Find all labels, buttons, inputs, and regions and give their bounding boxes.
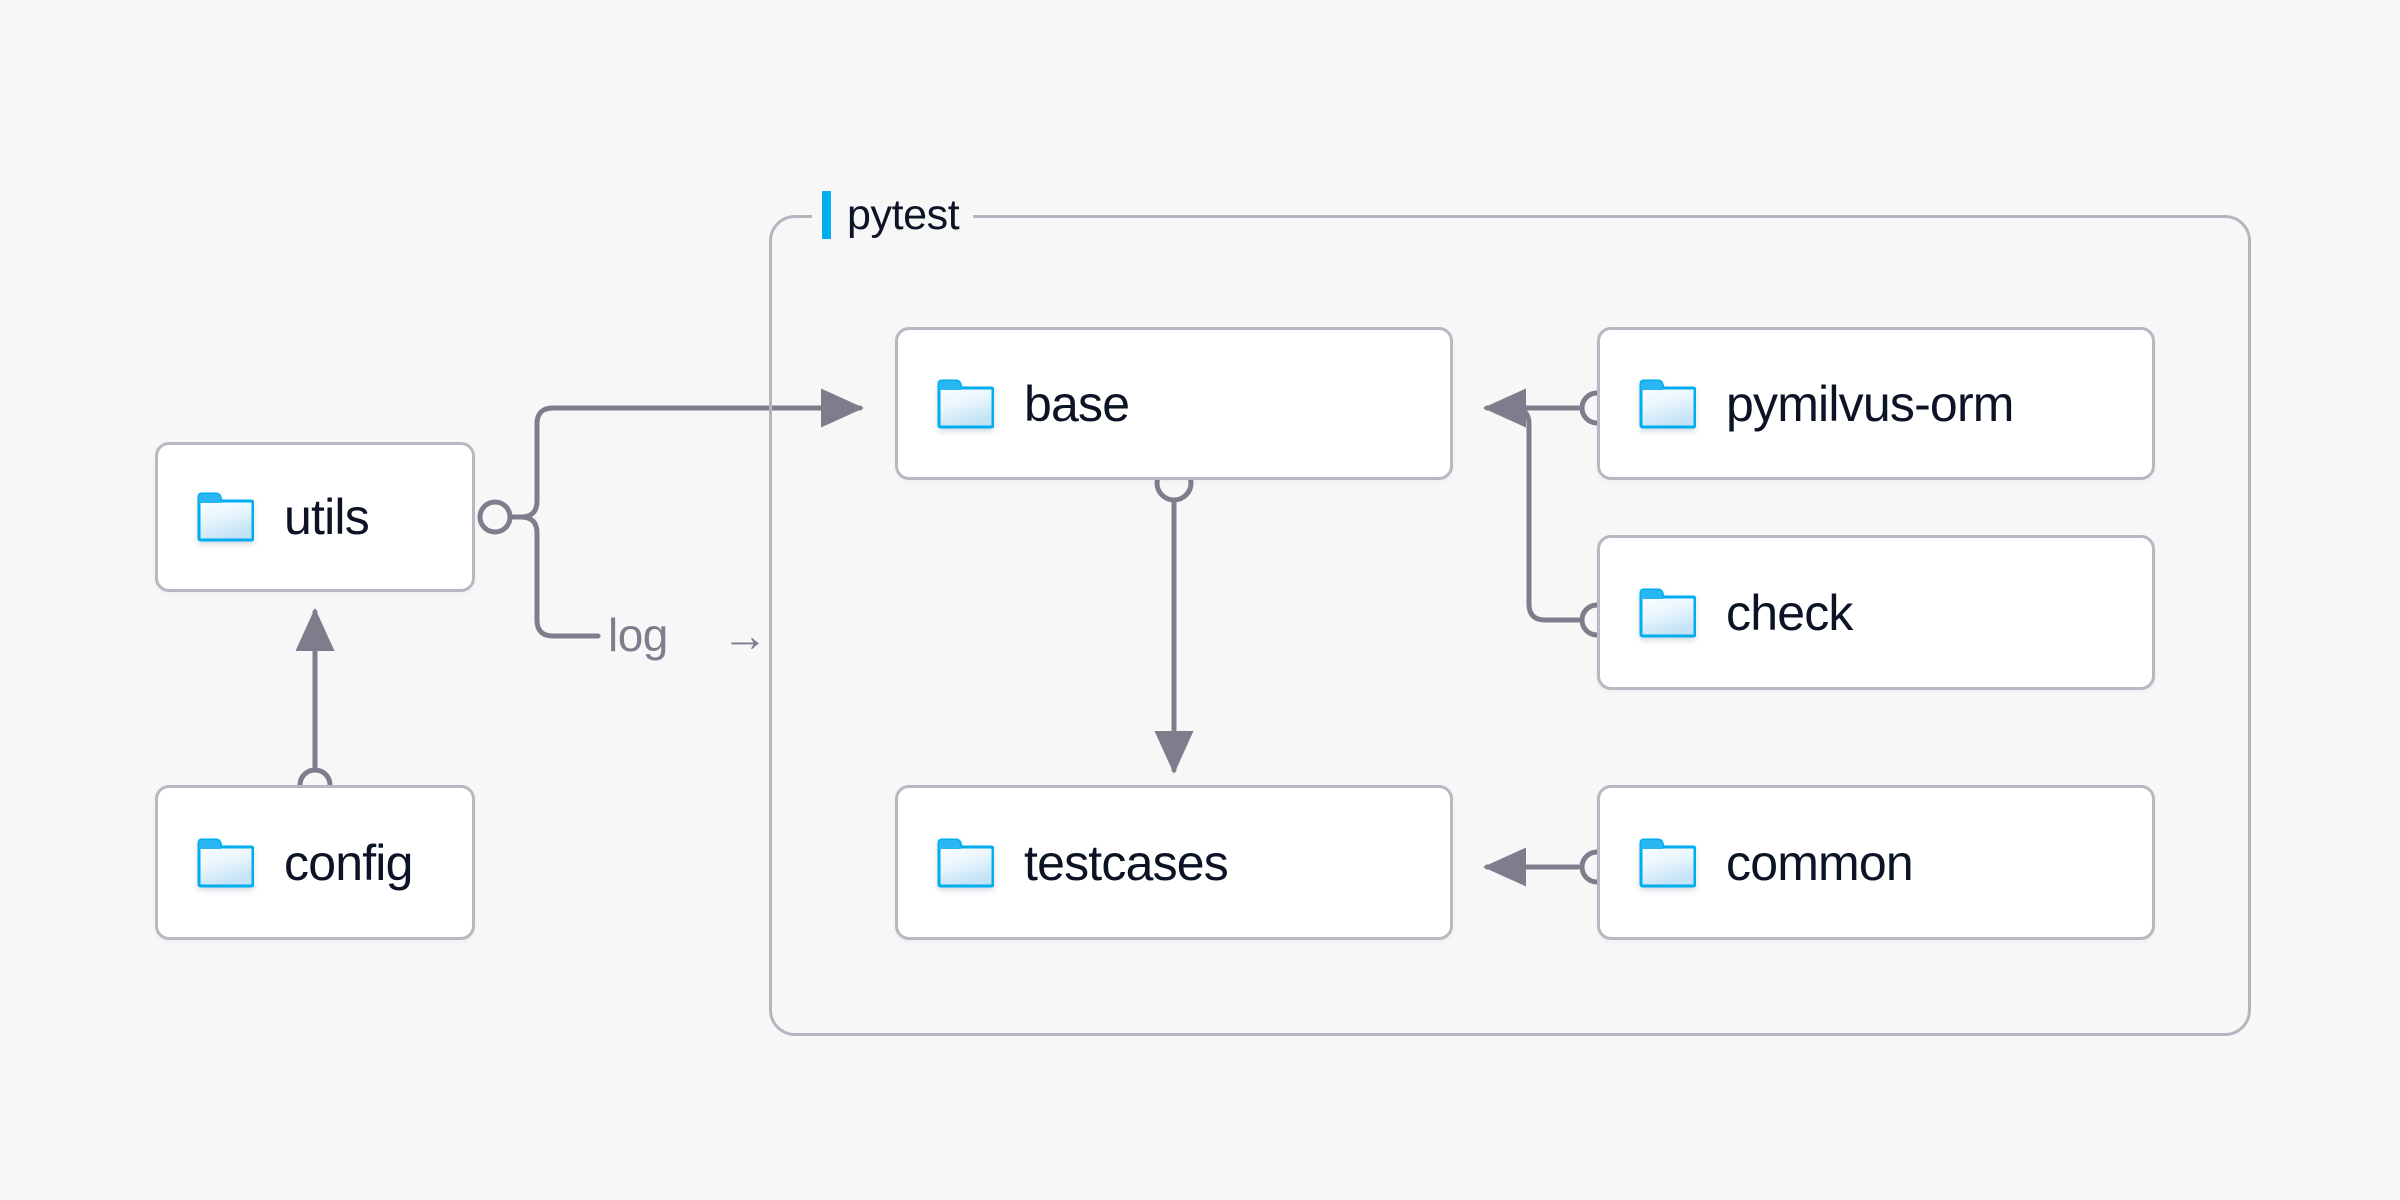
node-check-content: check: [1600, 587, 1853, 639]
node-utils-label: utils: [284, 489, 370, 545]
folder-icon: [1639, 379, 1696, 428]
edge-utils-to-log: [492, 514, 601, 639]
port-utils-right: [477, 499, 513, 535]
node-common-content: common: [1600, 834, 1914, 891]
node-check-label: check: [1726, 584, 1853, 641]
group-pytest-label: pytest: [812, 183, 974, 247]
node-testcases[interactable]: testcases: [895, 785, 1453, 940]
folder-icon: [197, 492, 254, 542]
group-pytest: [769, 215, 2251, 1036]
accent-bar-icon: [822, 191, 831, 239]
node-base-label: base: [1024, 375, 1130, 432]
node-base-content: base: [898, 375, 1130, 432]
node-testcases-content: testcases: [898, 834, 1229, 891]
group-pytest-label-text: pytest: [847, 190, 960, 239]
folder-icon: [937, 379, 994, 428]
folder-icon: [937, 838, 994, 887]
folder-icon: [1639, 588, 1696, 637]
edge-label-log-arrow-icon: →: [722, 609, 768, 661]
node-config-label: config: [284, 834, 413, 891]
node-config[interactable]: config: [155, 785, 475, 940]
node-base[interactable]: base: [895, 327, 1453, 480]
node-common[interactable]: common: [1597, 785, 2155, 940]
node-testcases-label: testcases: [1024, 834, 1229, 891]
node-check[interactable]: check: [1597, 535, 2155, 690]
node-utils[interactable]: utils: [155, 442, 475, 592]
folder-icon: [1639, 838, 1696, 887]
node-utils-content: utils: [158, 489, 370, 545]
node-config-content: config: [158, 837, 413, 889]
folder-icon: [197, 838, 254, 887]
node-pymilvus-orm-label: pymilvus-orm: [1726, 375, 2014, 432]
edge-label-log: log: [608, 609, 668, 661]
node-common-label: common: [1726, 834, 1914, 891]
node-pymilvus-orm-content: pymilvus-orm: [1600, 378, 2014, 430]
node-pymilvus-orm[interactable]: pymilvus-orm: [1597, 327, 2155, 480]
